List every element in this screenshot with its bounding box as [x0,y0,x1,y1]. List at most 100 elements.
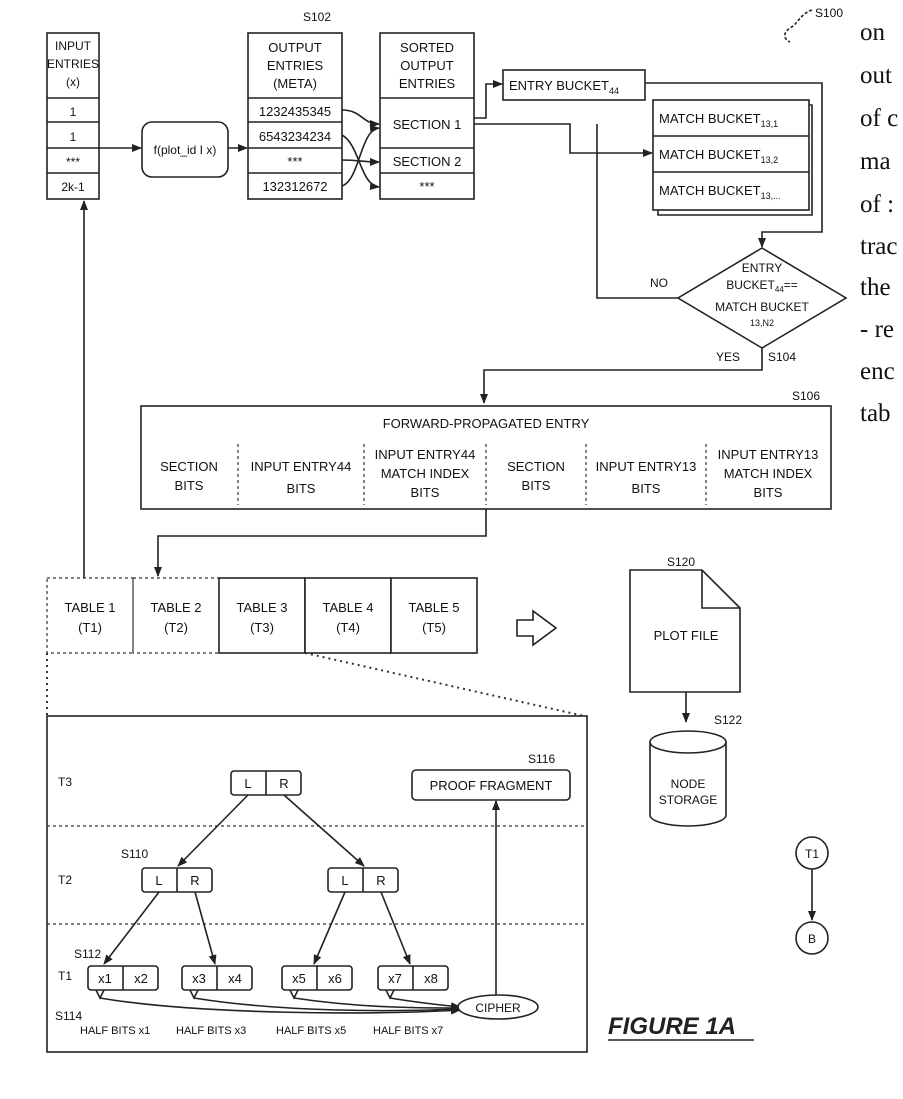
arrow-to-match-bucket [474,124,652,153]
arrow-to-entry-bucket [474,84,502,118]
sorted-entries-column: SORTED OUTPUT ENTRIES SECTION 1 SECTION … [380,33,474,199]
ref-s114: S114 [55,1009,82,1023]
half-bits-x7: HALF BITS x7 [373,1025,443,1037]
ref-s104: S104 [768,350,796,364]
node-storage-line1: NODE [671,777,706,791]
input-entries-column: INPUT ENTRIES (x) 1 1 *** 2k-1 [47,33,99,199]
tables-row: TABLE 1 (T1) TABLE 2 (T2) TABLE 3 (T3) T… [47,578,477,653]
projection-right [305,653,584,716]
output-row-2: 6543234234 [259,129,331,144]
ref-s110: S110 [121,847,148,861]
sorted-header-1: SORTED [400,40,454,55]
fwd-col1-l1: SECTION [160,459,218,474]
output-header-2: ENTRIES [267,58,324,73]
connector-b-label: B [808,932,816,946]
output-entries-column: OUTPUT ENTRIES (META) 1232435345 6543234… [248,33,342,199]
sorted-row-3: *** [419,179,434,194]
sorted-header-2: OUTPUT [400,58,454,73]
match-bucket-stack: MATCH BUCKET13,1 MATCH BUCKET13,2 MATCH … [653,100,812,215]
fwd-col5-l1: INPUT ENTRY13 [596,459,697,474]
decision-line1: ENTRY [742,261,782,275]
half-bits-x5: HALF BITS x5 [276,1025,346,1037]
fwd-col6-l3: BITS [754,485,783,500]
output-header-1: OUTPUT [268,40,322,55]
ref-s102: S102 [303,10,331,24]
fwd-col4-l2: BITS [522,478,551,493]
fwd-col5-l2: BITS [632,481,661,496]
side-text-7: the [860,274,891,301]
leaf-x3: x3 [192,971,206,986]
leaf-x1: x1 [98,971,112,986]
table4-abbr: (T4) [336,620,360,635]
decision-diamond: ENTRY BUCKET44== MATCH BUCKET 13,N2 [678,248,846,348]
fwd-col3-l1: INPUT ENTRY44 [375,447,476,462]
fwd-col2-l1: INPUT ENTRY44 [251,459,352,474]
connector-t1-label: T1 [805,847,819,861]
fwd-col4-l1: SECTION [507,459,565,474]
cipher-label: CIPHER [475,1001,521,1015]
table3-abbr: (T3) [250,620,274,635]
level-t1: T1 [58,969,72,983]
ref-s120: S120 [667,555,695,569]
t3-node-l: L [244,776,251,791]
table5-name: TABLE 5 [408,600,459,615]
fwd-col2-l2: BITS [287,481,316,496]
input-header-1: INPUT [55,39,92,53]
input-header-3: (x) [66,75,80,89]
ref-s112: S112 [74,947,101,961]
table3-name: TABLE 3 [236,600,287,615]
level-t3: T3 [58,775,72,789]
output-header-3: (META) [273,76,317,91]
table1-abbr: (T1) [78,620,102,635]
side-text-6: trac [860,233,897,260]
side-text-10: tab [860,400,891,427]
forward-entry-box: FORWARD-PROPAGATED ENTRY SECTION BITS IN… [141,406,831,509]
side-text-1: on [860,19,886,46]
ref-s106: S106 [792,389,820,403]
t2-left-l: L [155,873,162,888]
side-text-3: of c [860,105,898,132]
s100-leader [785,10,812,42]
decision-line2: BUCKET44== [726,278,798,294]
decision-line4: 13,N2 [750,318,774,328]
leaf-x8: x8 [424,971,438,986]
figure-label: FIGURE 1A [608,1013,736,1040]
table5-abbr: (T5) [422,620,446,635]
forward-entry-title: FORWARD-PROPAGATED ENTRY [383,416,590,431]
ref-s122: S122 [714,713,742,727]
fwd-col6-l2: MATCH INDEX [724,466,813,481]
side-text-9: enc [860,358,895,385]
sorted-header-3: ENTRIES [399,76,456,91]
arrow-to-table2 [158,509,486,576]
ref-s116: S116 [528,752,555,766]
proof-tree-panel: T3 T2 T1 S116 PROOF FRAGMENT L R S110 L … [47,716,587,1052]
leaf-x6: x6 [328,971,342,986]
fwd-col3-l3: BITS [411,485,440,500]
decision-no-label: NO [650,276,668,290]
node-storage-line2: STORAGE [659,793,717,807]
decision-yes-label: YES [716,350,740,364]
table2-abbr: (T2) [164,620,188,635]
half-bits-x1: HALF BITS x1 [80,1025,150,1037]
output-row-1: 1232435345 [259,104,331,119]
sorted-row-2: SECTION 2 [393,154,462,169]
level-t2: T2 [58,873,72,887]
output-row-4: 132312672 [262,179,327,194]
t3-node-r: R [279,776,288,791]
fwd-col6-l1: INPUT ENTRY13 [718,447,819,462]
side-text-column: on out of c ma of : trac the - re enc ta… [860,19,898,427]
input-header-2: ENTRIES [47,57,99,71]
node-storage-cylinder-icon: NODE STORAGE [650,731,726,826]
leaf-x2: x2 [134,971,148,986]
function-label: f(plot_id I x) [154,143,217,157]
plot-file-label: PLOT FILE [654,628,719,643]
proof-fragment-label: PROOF FRAGMENT [430,778,553,793]
t2-left-r: R [190,873,199,888]
t2-right-l: L [341,873,348,888]
input-row-1: 1 [70,105,77,119]
ref-s100: S100 [815,6,843,20]
sorted-row-1: SECTION 1 [393,117,462,132]
t2-right-r: R [376,873,385,888]
output-row-3: *** [287,154,302,169]
